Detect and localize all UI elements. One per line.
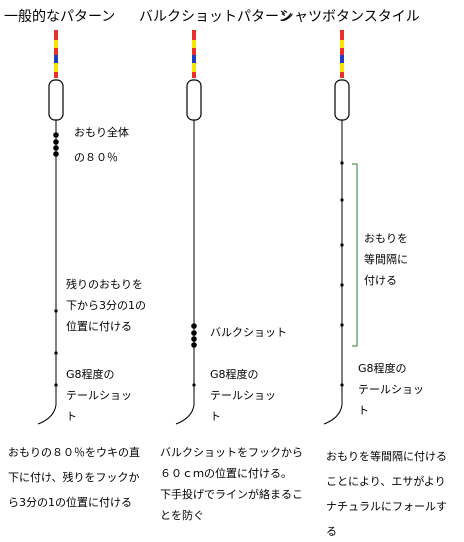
antenna-blue-segment	[54, 55, 58, 63]
description-line: ら3分の1の位置に付ける	[8, 496, 132, 509]
float-body-general	[48, 79, 64, 121]
antenna-blue-segment	[340, 55, 344, 63]
label-line: 位置に付ける	[66, 320, 132, 333]
label-line: ト	[66, 410, 77, 423]
bulk-shot-weight	[191, 330, 197, 336]
shot-weight	[53, 145, 59, 151]
description-line: ６０ｃｍの位置に付ける。	[160, 467, 292, 480]
title-general-pattern: 一般的なパターン	[4, 9, 116, 25]
shot-weight	[340, 161, 344, 165]
description-line: 下手投げでラインが絡まるこ	[160, 488, 303, 501]
float-body-shirt	[334, 79, 350, 121]
antenna-blue-segment	[192, 55, 196, 63]
equal-spacing-bracket	[352, 163, 358, 347]
description-line: おもりを等間隔に付ける	[326, 450, 447, 463]
description-line: る	[326, 525, 337, 538]
tail-shot	[192, 383, 196, 387]
label-line: おもり全体	[74, 126, 129, 139]
shot-weight	[53, 139, 59, 145]
label-line: 等間隔に	[364, 253, 408, 266]
float-antenna-general	[54, 30, 58, 78]
shot-weight	[53, 151, 59, 157]
description-bulk: バルクショットをフックから ６０ｃｍの位置に付ける。 下手投げでラインが絡まるこ…	[160, 442, 303, 526]
shot-weight	[340, 243, 344, 247]
hook-line-general	[37, 404, 57, 425]
shot-weight	[340, 283, 344, 287]
antenna-yellow-segment	[340, 63, 344, 72]
shot-weight	[340, 323, 344, 327]
shot-weight	[54, 309, 58, 313]
label-tail-shot-general: G8程度の テールショッ ト	[66, 364, 132, 427]
label-line: ト	[210, 410, 221, 423]
float-antenna-bulk	[192, 30, 196, 78]
label-line: おもりを	[364, 232, 408, 245]
tail-shot	[340, 383, 344, 387]
label-line: 下から3分の1の	[66, 299, 146, 312]
description-general: おもりの８０％をウキの直 下に付け、残りをフックか ら3分の1の位置に付ける	[8, 442, 140, 513]
title-shirt-button-style: シャツボタンスタイル	[280, 9, 420, 25]
antenna-red-segment	[340, 72, 344, 78]
label-line: テールショッ	[210, 389, 276, 402]
description-line: 下に付け、残りをフックか	[8, 471, 140, 484]
antenna-red-segment	[54, 72, 58, 78]
description-line: バルクショットをフックから	[160, 446, 303, 459]
antenna-red-segment	[340, 30, 344, 40]
antenna-red-segment	[192, 30, 196, 40]
antenna-yellow-segment	[192, 63, 196, 72]
antenna-yellow-segment	[54, 40, 58, 48]
label-line: 付ける	[364, 274, 397, 287]
label-line: テールショッ	[358, 383, 424, 396]
label-equal-spacing: おもりを 等間隔に 付ける	[364, 228, 408, 291]
antenna-red-segment	[54, 48, 58, 55]
label-tail-shot-shirt: G8程度の テールショッ ト	[358, 358, 424, 421]
bulk-shot-weight	[191, 342, 197, 348]
label-tail-shot-bulk: G8程度の テールショッ ト	[210, 364, 276, 427]
rig-bulk	[175, 30, 202, 425]
antenna-red-segment	[54, 30, 58, 40]
hook-line-bulk	[175, 404, 195, 425]
label-line: ト	[358, 404, 369, 417]
title-bulk-shot-pattern: バルクショットパターン	[139, 9, 293, 25]
shot-weight	[54, 351, 58, 355]
antenna-yellow-segment	[54, 63, 58, 72]
label-line: G8程度の	[358, 362, 407, 375]
hook-line-shirt	[323, 404, 343, 425]
label-bulk-shot: バルクショット	[210, 326, 287, 339]
description-shirt: おもりを等間隔に付ける ことにより、エサがより ナチュラルにフォールす る	[326, 446, 447, 542]
shot-weight	[53, 132, 59, 138]
description-line: おもりの８０％をウキの直	[8, 446, 140, 459]
description-line: ナチュラルにフォールす	[326, 500, 447, 513]
label-line: G8程度の	[66, 368, 115, 381]
rig-shirt	[323, 30, 358, 425]
antenna-yellow-segment	[340, 40, 344, 48]
bulk-shot-weight	[191, 323, 197, 329]
rig-general	[37, 30, 64, 425]
float-body-bulk	[186, 79, 202, 121]
description-line: ことにより、エサがより	[326, 475, 446, 488]
antenna-yellow-segment	[192, 40, 196, 48]
label-line: G8程度の	[210, 368, 259, 381]
antenna-red-segment	[192, 72, 196, 78]
antenna-red-segment	[192, 48, 196, 55]
label-line: テールショッ	[66, 389, 132, 402]
float-antenna-shirt	[340, 30, 344, 78]
antenna-red-segment	[340, 48, 344, 55]
label-remaining-shot: 残りのおもりを 下から3分の1の 位置に付ける	[66, 274, 146, 337]
label-line: の８０％	[74, 151, 118, 164]
shot-weight	[340, 198, 344, 202]
label-omori-80: おもり全体 の８０％	[74, 122, 129, 168]
bulk-shot-weight	[191, 336, 197, 342]
label-line: 残りのおもりを	[66, 278, 143, 291]
tail-shot	[54, 383, 58, 387]
description-line: とを防ぐ	[160, 509, 204, 522]
